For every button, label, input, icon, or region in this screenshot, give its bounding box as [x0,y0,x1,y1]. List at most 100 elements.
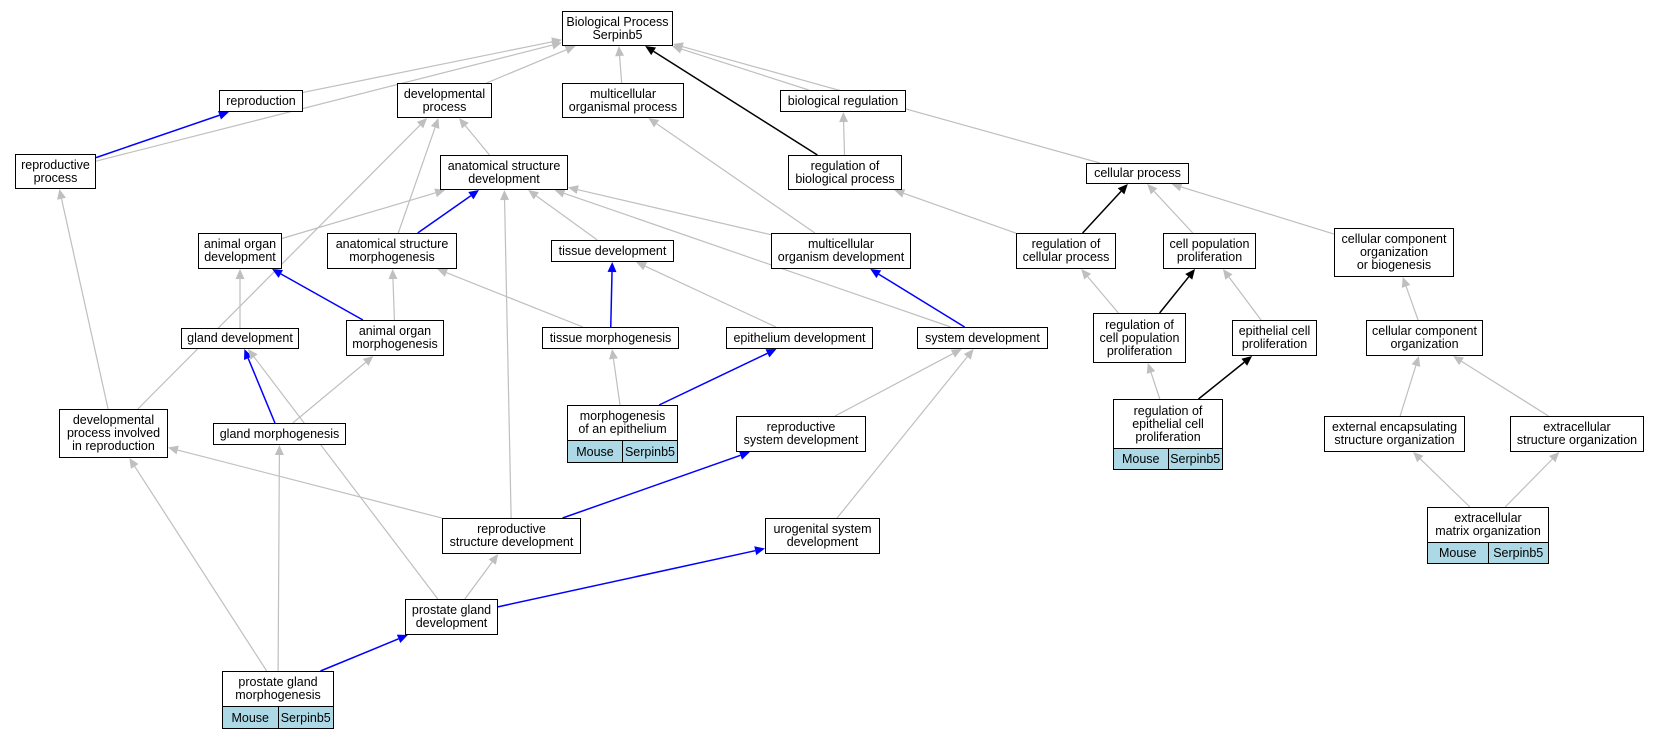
node-external-encapsulating-structure-organization[interactable]: external encapsulating structure organiz… [1324,416,1465,452]
annotation-prostate-gland-morphogenesis: Mouse Serpinb5 [222,706,334,729]
edge-arrowhead [1411,356,1421,367]
edge-arrowhead [554,189,566,198]
edge-arrowhead [1401,277,1411,288]
edge-arrowhead [839,112,849,123]
edge-arrowhead [1117,184,1128,195]
node-animal-organ-morphogenesis[interactable]: animal organ morphogenesis [346,320,444,356]
node-tissue-morphogenesis[interactable]: tissue morphogenesis [542,327,679,349]
annotation-regulation-of-epithelial-cell-proliferation: Mouse Serpinb5 [1113,448,1223,470]
annotation-species: Mouse [1428,543,1488,563]
node-biological-regulation[interactable]: biological regulation [780,90,906,112]
node-regulation-of-cellular-process[interactable]: regulation of cellular process [1016,233,1116,269]
node-reproductive-system-development[interactable]: reproductive system development [736,416,866,452]
edge-is-a [302,41,553,94]
edge-arrowhead [738,451,750,460]
edge-arrowhead [615,46,625,57]
edge-arrowhead [416,118,428,129]
node-biological-process[interactable]: Biological Process Serpinb5 [562,11,673,46]
edge-is-a [281,192,436,240]
edge-arrowhead [528,190,539,200]
edge-is-a [563,192,951,328]
annotation-gene: Serpinb5 [1167,449,1222,469]
edge-arrowhead [1222,269,1233,280]
edge-is-a [392,278,395,321]
edge-is-a [277,454,280,672]
edge-part-of [320,638,399,672]
annotation-extracellular-matrix-organization: Mouse Serpinb5 [1427,542,1549,564]
annotation-species: Mouse [223,707,278,728]
edge-part-of [878,273,966,328]
node-multicellular-organism-development[interactable]: multicellular organism development [771,233,911,269]
edge-is-a [253,356,439,600]
node-epithelial-cell-proliferation[interactable]: epithelial cell proliferation [1232,320,1317,356]
edge-arrowhead [437,268,449,277]
edge-is-a [1461,360,1549,417]
node-regulation-of-epithelial-cell-proliferation[interactable]: regulation of epithelial cell proliferat… [1113,399,1223,448]
node-reproductive-structure-development[interactable]: reproductive structure development [442,518,581,554]
edge-part-of [562,454,741,519]
edge-is-a [464,125,491,156]
node-anatomical-structure-development[interactable]: anatomical structure development [440,155,568,190]
node-regulation-of-cell-population-proliferation[interactable]: regulation of cell population proliferat… [1093,313,1186,363]
node-developmental-process[interactable]: developmental process [397,83,492,118]
node-reproductive-process[interactable]: reproductive process [15,154,96,189]
edge-arrowhead [648,118,660,128]
node-extracellular-matrix-organization[interactable]: extracellular matrix organization [1427,507,1549,542]
edge-arrowhead [950,349,962,358]
node-cellular-component-organization-or-biogenesis[interactable]: cellular component organization or bioge… [1334,228,1454,277]
edge-regulates [1159,276,1190,314]
edge-arrowhead [607,262,617,273]
node-cellular-process[interactable]: cellular process [1086,163,1189,184]
edge-arrowhead [272,269,283,278]
node-extracellular-structure-organization[interactable]: extracellular structure organization [1510,416,1644,452]
edge-is-a [535,195,598,241]
edge-arrowhead [1549,452,1560,463]
node-prostate-gland-morphogenesis[interactable]: prostate gland morphogenesis [222,671,334,706]
edge-regulates [1082,190,1122,234]
edge-arrowhead [609,349,618,360]
node-cell-population-proliferation[interactable]: cell population proliferation [1163,233,1256,269]
edge-arrowhead [362,356,374,366]
node-gland-morphogenesis[interactable]: gland morphogenesis [213,423,346,445]
node-regulation-of-biological-process[interactable]: regulation of biological process [788,155,902,190]
edge-is-a [1399,365,1417,417]
edge-is-a [95,44,553,162]
node-morphogenesis-of-an-epithelium[interactable]: morphogenesis of an epithelium [567,405,678,440]
node-reproduction[interactable]: reproduction [219,90,303,112]
edge-is-a [656,123,816,234]
edge-is-a [1180,186,1335,235]
edge-regulates [1198,361,1245,400]
edge-arrowhead [636,262,648,271]
node-cellular-component-organization[interactable]: cellular component organization [1366,320,1483,356]
edge-is-a [834,353,954,417]
edge-arrowhead [564,45,576,54]
edge-is-a [292,361,367,424]
node-developmental-process-involved-in-reproduction[interactable]: developmental process involved in reprod… [59,409,168,458]
node-multicellular-organismal-process[interactable]: multicellular organismal process [562,83,684,118]
annotation-gene: Serpinb5 [1487,543,1548,563]
node-system-development[interactable]: system development [917,327,1048,349]
node-urogenital-system-development[interactable]: urogenital system development [765,518,880,554]
edge-arrowhead [645,46,657,56]
edge-is-a [503,199,512,519]
edge-arrowhead [1241,356,1253,366]
node-anatomical-structure-morphogenesis[interactable]: anatomical structure morphogenesis [327,233,457,269]
node-epithelium-development[interactable]: epithelium development [726,327,873,349]
annotation-species: Mouse [568,441,622,462]
edge-is-a [1405,286,1419,321]
edge-is-a [1150,372,1161,400]
edge-arrowhead [57,189,66,200]
node-prostate-gland-development[interactable]: prostate gland development [405,599,498,635]
edge-regulates [653,50,818,156]
annotation-species: Mouse [1114,449,1168,469]
node-gland-development[interactable]: gland development [181,328,299,349]
edge-is-a [903,192,1017,234]
node-animal-organ-development[interactable]: animal organ development [198,233,282,269]
edge-is-a [836,356,968,519]
edge-arrowhead [568,185,579,195]
node-tissue-development[interactable]: tissue development [551,240,674,262]
edge-part-of [610,271,613,328]
edge-arrowhead [963,349,974,360]
edge-arrowhead [218,110,229,120]
